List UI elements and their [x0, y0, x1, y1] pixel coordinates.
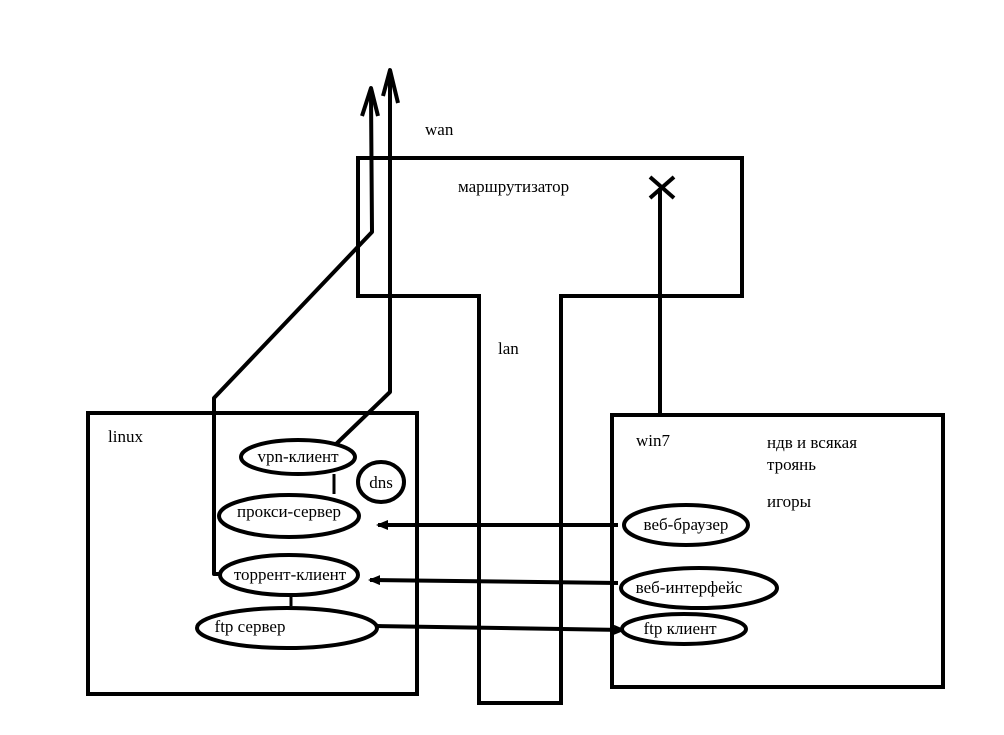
arrowhead-2 — [381, 68, 400, 104]
linux-box — [86, 411, 419, 696]
ftp-client-label: ftp клиент — [643, 619, 717, 638]
linux-label: linux — [108, 427, 143, 446]
uplink-line-1 — [212, 94, 374, 576]
node-dns — [356, 460, 406, 504]
win7-box — [610, 413, 945, 689]
x-mark-b — [648, 175, 676, 200]
proxy-server-label: прокси-сервер — [237, 502, 341, 521]
win7-label: win7 — [636, 431, 671, 450]
ftp-server-label: ftp сервер — [215, 617, 286, 636]
win7-blocked-link — [648, 175, 676, 415]
node-web-interface — [619, 566, 779, 610]
cross-links — [368, 520, 626, 635]
router-label: маршрутизатор — [458, 177, 569, 196]
link-ftp — [376, 624, 626, 635]
lan-label: lan — [498, 339, 519, 358]
node-ftp-server — [195, 606, 379, 650]
win7-note-line1: ндв и всякая — [767, 433, 857, 452]
node-web-browser — [622, 503, 750, 547]
web-interface-label: веб-интерфейс — [636, 578, 743, 597]
node-torrent-client — [218, 553, 360, 597]
vpn-client-label: vpn-клиент — [257, 447, 339, 466]
uplink-line-2 — [331, 76, 392, 449]
node-vpn-client — [239, 438, 357, 476]
games-label: игоры — [767, 492, 812, 511]
router-box — [356, 156, 744, 705]
torrent-client-label: торрент-клиент — [234, 565, 347, 584]
node-proxy-server — [217, 493, 361, 539]
web-browser-label: веб-браузер — [644, 515, 729, 534]
dns-label: dns — [369, 473, 393, 492]
node-ftp-client — [620, 612, 748, 646]
win7-note-line2: троянь — [767, 455, 816, 474]
wan-uplink-lines — [212, 68, 400, 576]
link-webui-torrent — [368, 575, 619, 586]
linux-connectors — [289, 474, 336, 606]
wan-label: wan — [425, 120, 454, 139]
arrowhead-1 — [360, 86, 380, 117]
